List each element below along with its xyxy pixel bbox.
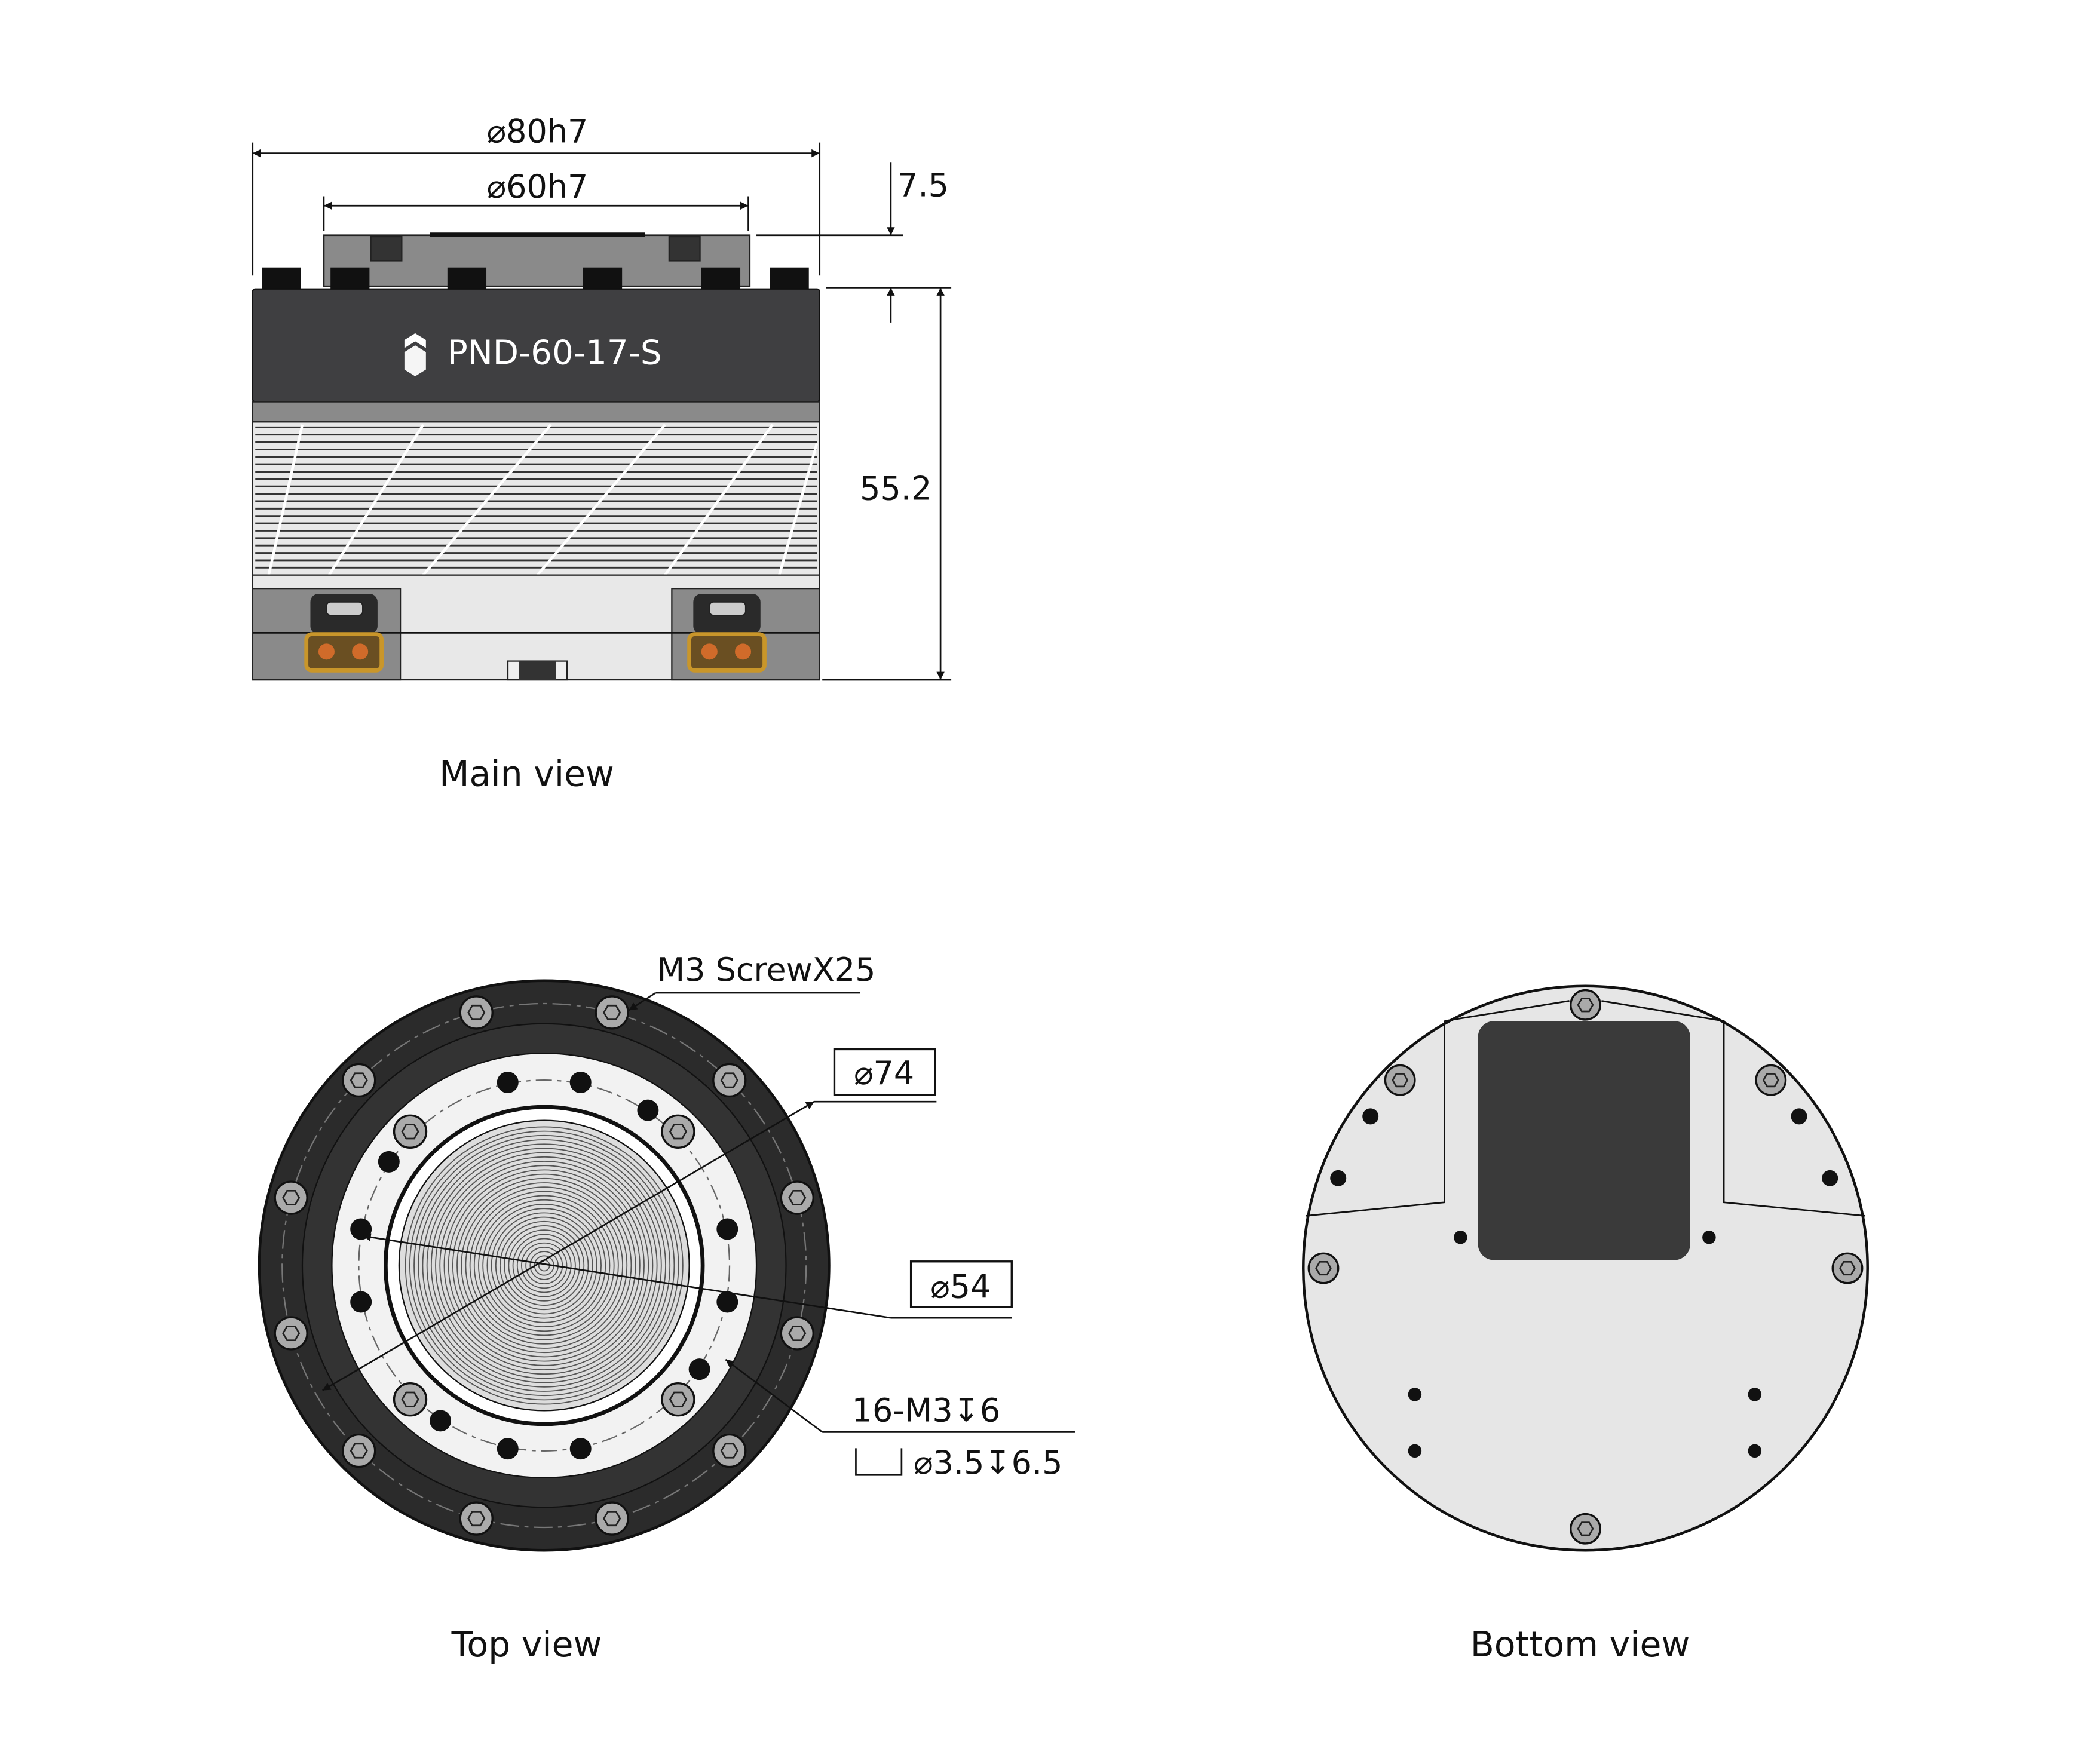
hex-screw-icon xyxy=(1384,1064,1416,1096)
dim-flange-diameter: ⌀60h7 xyxy=(487,168,589,205)
dim-54-box xyxy=(909,1260,1013,1308)
hex-screw-icon xyxy=(1570,1513,1601,1545)
threaded-hole xyxy=(378,1151,400,1173)
bottom-view: Bottom view xyxy=(1302,984,1869,1665)
hex-screw-icon xyxy=(661,1114,695,1149)
bottom-view-caption: Bottom view xyxy=(1470,1624,1690,1665)
hex-screw-icon xyxy=(661,1382,695,1417)
hex-screw-icon xyxy=(780,1180,814,1215)
hex-screw-icon xyxy=(274,1316,308,1351)
hex-screw-icon xyxy=(1307,1252,1340,1284)
hex-screw-icon xyxy=(274,1180,308,1215)
dim-inner-circle: ⌀54 xyxy=(930,1268,991,1305)
hex-screw-icon xyxy=(341,1063,376,1098)
dim-outer-diameter: ⌀80h7 xyxy=(487,113,589,151)
hex-screw-icon xyxy=(1755,1064,1787,1096)
hex-screw-icon xyxy=(712,1063,747,1098)
dim-bolt-circle: ⌀74 xyxy=(854,1054,914,1092)
threaded-hole xyxy=(569,1438,592,1460)
counterbore-icon xyxy=(855,1448,903,1476)
dim-74-box xyxy=(833,1048,936,1096)
threaded-hole xyxy=(688,1358,710,1380)
cooling-fins xyxy=(252,421,820,576)
hex-screw-icon xyxy=(1831,1252,1864,1284)
power-connector-left xyxy=(304,594,384,673)
hex-screw-icon xyxy=(595,1501,629,1536)
model-label: PND-60-17-S xyxy=(448,334,662,373)
hex-screw-icon xyxy=(712,1433,747,1468)
hex-screw-icon xyxy=(393,1114,428,1149)
hex-screw-icon xyxy=(393,1382,428,1417)
threaded-hole xyxy=(497,1438,519,1460)
hex-screw-icon xyxy=(595,995,629,1030)
threaded-hole xyxy=(350,1291,372,1313)
hole-note-counterbore: ⌀3.5↧6.5 xyxy=(914,1444,1062,1481)
hex-screw-icon xyxy=(780,1316,814,1351)
threaded-hole xyxy=(497,1071,519,1093)
threaded-hole xyxy=(569,1071,592,1093)
dim-flange-height: 7.5 xyxy=(897,167,949,204)
brand-logo-icon xyxy=(404,333,426,376)
threaded-hole xyxy=(430,1410,452,1432)
main-view: ⌀80h7 ⌀60h7 7.5 55.2 PND-60-17-S xyxy=(252,113,952,794)
bottom-cover-plate xyxy=(1478,1021,1690,1260)
screw-note: M3 ScrewX25 xyxy=(657,951,876,989)
top-view-caption: Top view xyxy=(451,1624,602,1665)
hex-screw-icon xyxy=(1570,989,1601,1021)
hole-note-thread: 16-M3↧6 xyxy=(852,1391,1001,1429)
hex-screw-icon xyxy=(459,1501,494,1536)
dim-body-height: 55.2 xyxy=(860,470,931,508)
hex-screw-icon xyxy=(459,995,494,1030)
threaded-hole xyxy=(716,1218,738,1240)
power-connector-right xyxy=(687,594,767,673)
main-view-caption: Main view xyxy=(439,754,614,794)
top-view: M3 ScrewX25 ⌀74 ⌀54 16-M3↧6 ⌀3.5↧6.5 Top… xyxy=(258,951,1075,1665)
threaded-hole xyxy=(637,1099,659,1121)
hex-screw-icon xyxy=(341,1433,376,1468)
